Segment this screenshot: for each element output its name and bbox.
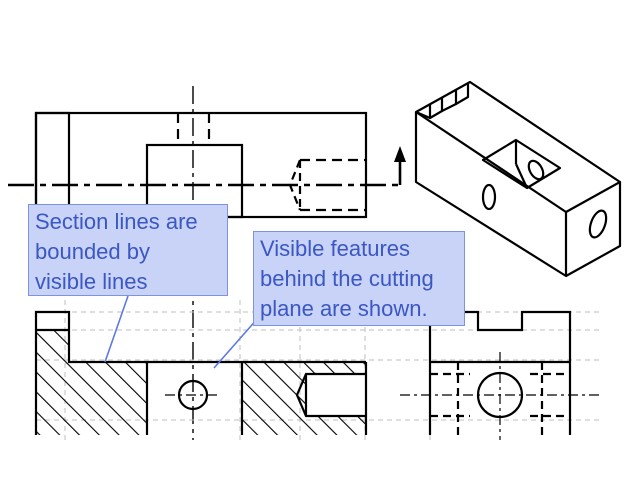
drilled-hole — [295, 372, 366, 418]
iso-hole-end — [588, 209, 608, 239]
leader-section-lines — [104, 295, 129, 363]
cutting-plane — [8, 146, 406, 187]
hatch-left — [36, 330, 147, 435]
iso-hole-top — [527, 159, 545, 181]
drilled-hole-clear — [306, 374, 366, 416]
leaders — [104, 295, 259, 369]
side-view — [428, 310, 572, 440]
top-view-outline — [34, 111, 368, 219]
iso-end-face — [565, 182, 622, 277]
iso-top-face — [414, 80, 622, 214]
iso-hole-front — [481, 183, 497, 211]
section-view — [34, 310, 600, 435]
callout-section-lines-line-3: visible lines — [35, 269, 148, 294]
isometric-view — [414, 80, 622, 278]
cutting-plane-arrowhead — [394, 146, 406, 162]
iso-notch-right — [454, 84, 470, 106]
iso-notch-left — [428, 98, 444, 120]
leader-visible-features — [213, 317, 259, 369]
callout-section-lines-line-2: bounded by — [35, 239, 150, 264]
callout-visible-features-line-2: behind the cutting — [260, 266, 434, 291]
callout-visible-features-line-1: Visible features — [260, 236, 411, 261]
callout-visible-features: Visible features behind the cutting plan… — [253, 231, 465, 326]
callout-visible-features-line-3: plane are shown. — [260, 296, 428, 321]
top-view — [34, 111, 368, 219]
callout-section-lines-line-1: Section lines are — [35, 209, 198, 234]
section-outline-top — [34, 310, 366, 435]
iso-pocket — [481, 138, 562, 190]
top-view-notch — [34, 111, 71, 219]
hatch-middle — [242, 362, 298, 435]
iso-front-face — [414, 112, 568, 278]
callout-section-lines: Section lines are bounded by visible lin… — [28, 204, 228, 296]
